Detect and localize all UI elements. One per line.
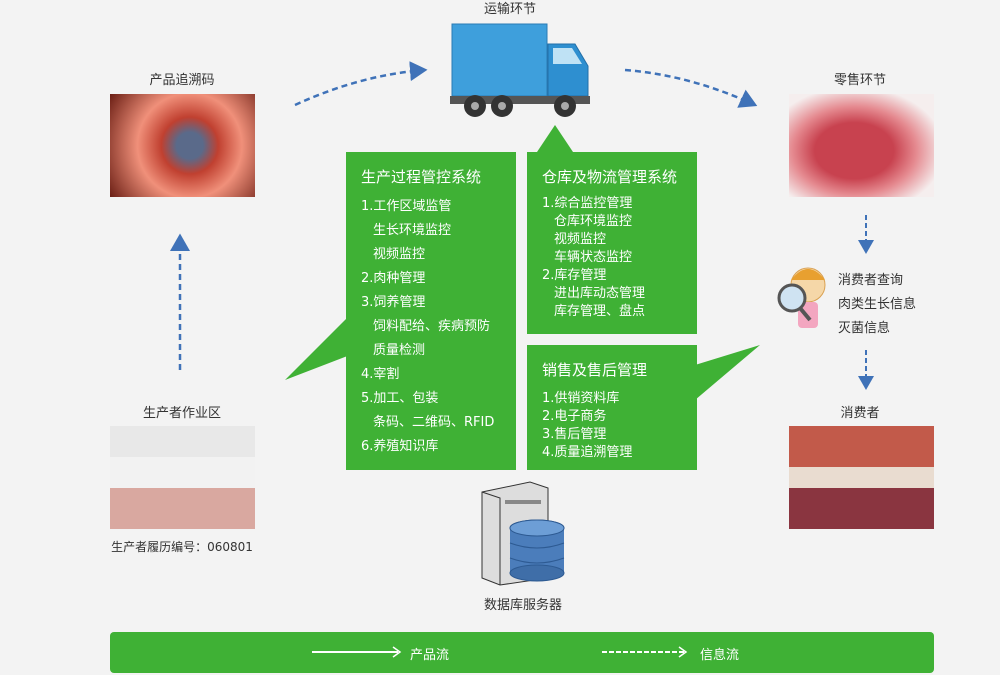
producer-area-photo — [110, 426, 255, 529]
list-item: 库存管理、盘点 — [554, 304, 646, 319]
warehouse-system-box: 仓库及物流管理系统 1.综合监控管理仓库环境监控视频监控车辆状态监控 2.库存管理… — [527, 152, 697, 334]
list-item: 3.饲养管理 — [361, 295, 426, 310]
production-system-box: 生产过程管控系统 1.工作区域监管生长环境监控视频监控 2.肉种管理 3.饲养管理饲… — [346, 152, 516, 470]
database-server-icon — [481, 481, 565, 586]
sales-item: 4.质量追溯管理 — [542, 445, 633, 460]
list-item: 条码、二维码、RFID — [373, 415, 495, 430]
list-item: 车辆状态监控 — [554, 250, 633, 265]
list-item: 1.综合监控管理 — [542, 196, 633, 211]
producer-area-label: 生产者作业区 — [142, 406, 222, 421]
transport-label: 运输环节 — [483, 2, 537, 17]
consumer-query-icon — [777, 267, 826, 328]
legend-product-flow: 产品流 — [410, 648, 450, 663]
arrow-truck-to-retail — [624, 68, 758, 108]
callout-pointer-warehouse — [535, 125, 575, 155]
consumer-label: 消费者 — [840, 406, 880, 421]
consumer-photo — [789, 426, 934, 529]
list-item: 质量检测 — [373, 343, 426, 358]
warehouse-title: 仓库及物流管理系统 — [542, 168, 678, 186]
query-item: 消费者查询 — [838, 273, 904, 288]
consumer-query-list: 消费者查询 肉类生长信息 灭菌信息 — [838, 269, 916, 341]
retail-label: 零售环节 — [833, 73, 887, 88]
list-item: 4.宰割 — [361, 367, 400, 382]
arrow-code-to-truck — [294, 61, 428, 107]
production-title: 生产过程管控系统 — [361, 168, 482, 186]
list-item: 6.养殖知识库 — [361, 439, 439, 454]
list-item: 视频监控 — [554, 232, 607, 247]
solid-arrow-icon — [312, 646, 402, 658]
dashed-arrow-icon — [602, 646, 688, 658]
sales-item: 2.电子商务 — [542, 409, 607, 424]
sales-title: 销售及售后管理 — [542, 361, 648, 379]
truck-image — [450, 23, 590, 117]
legend-bar: 产品流 信息流 — [110, 632, 934, 673]
legend-info-flow: 信息流 — [700, 648, 740, 663]
retail-meat-photo — [789, 94, 934, 197]
sales-item: 3.售后管理 — [542, 427, 607, 442]
list-item: 视频监控 — [373, 247, 426, 262]
trace-code-label: 产品追溯码 — [149, 73, 215, 88]
list-item: 生长环境监控 — [373, 223, 452, 238]
query-item: 灭菌信息 — [838, 321, 891, 336]
callout-pointer-sales — [695, 345, 760, 400]
list-item: 1.工作区域监管 — [361, 199, 452, 214]
list-item: 进出库动态管理 — [554, 286, 646, 301]
sales-item: 1.供销资料库 — [542, 391, 620, 406]
list-item: 5.加工、包装 — [361, 391, 439, 406]
list-item: 仓库环境监控 — [554, 214, 633, 229]
list-item: 2.库存管理 — [542, 268, 607, 283]
trace-code-photo — [110, 94, 255, 197]
callout-pointer-production — [285, 315, 350, 380]
db-server-label: 数据库服务器 — [483, 598, 563, 613]
query-item: 肉类生长信息 — [838, 297, 917, 312]
list-item: 饲料配给、疾病预防 — [373, 319, 491, 334]
sales-system-box: 销售及售后管理 1.供销资料库 2.电子商务 3.售后管理 4.质量追溯管理 — [527, 345, 697, 470]
producer-id: 生产者履历编号：060801 — [111, 540, 253, 554]
list-item: 2.肉种管理 — [361, 271, 426, 286]
